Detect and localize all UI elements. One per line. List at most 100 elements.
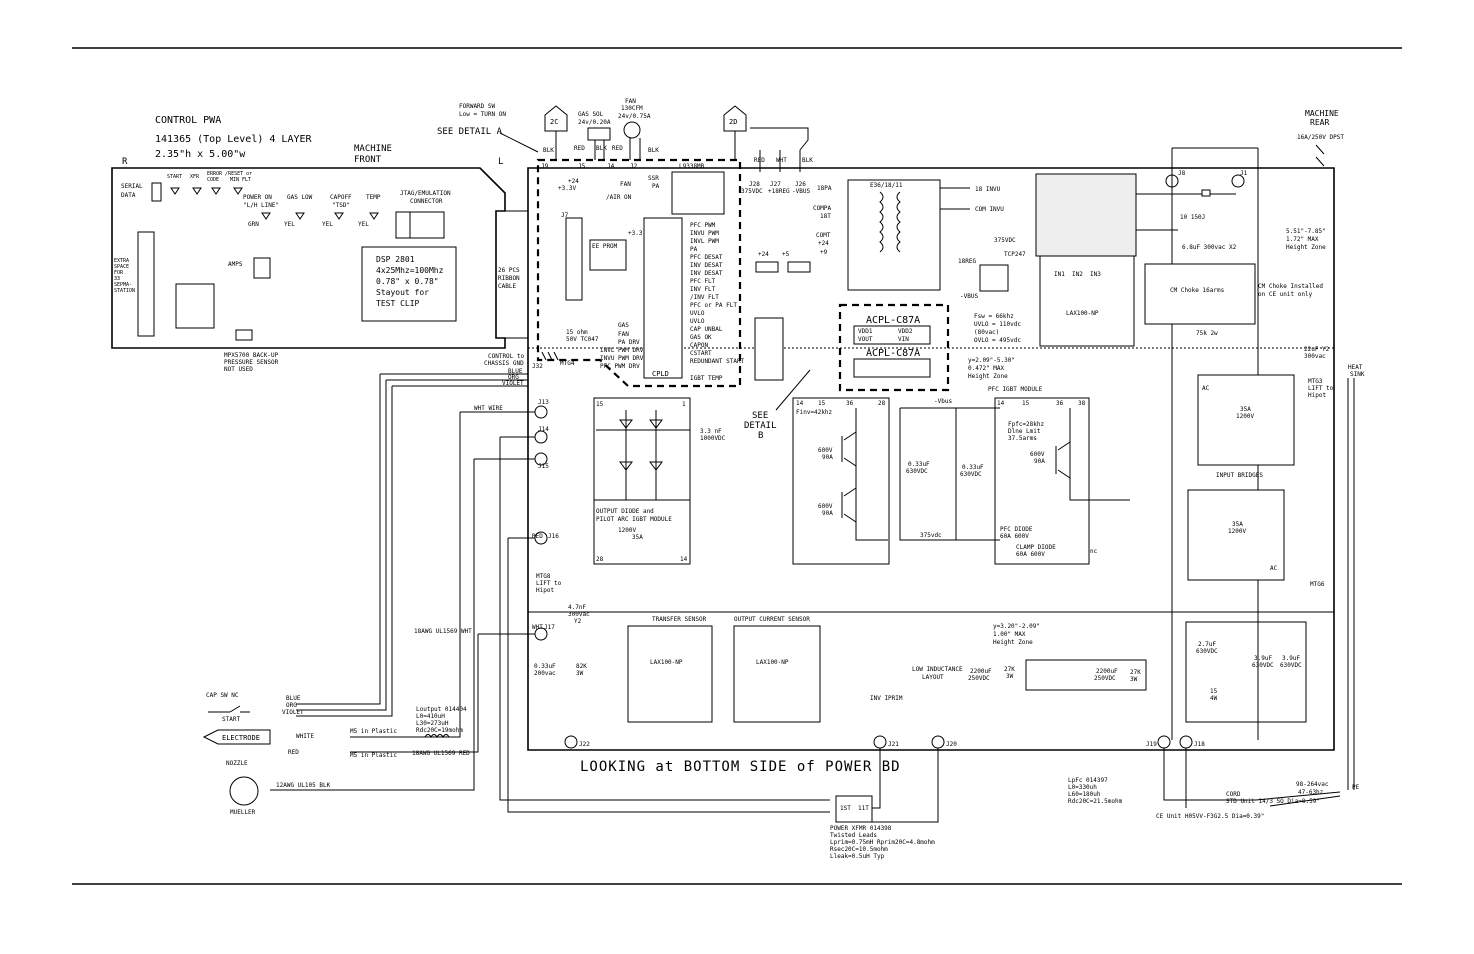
cap-y2-2: 300vac [1304, 353, 1326, 360]
power-board-outline [527, 167, 1335, 751]
j26: J26 [795, 181, 806, 188]
reg-vbus: -VBUS [960, 293, 978, 300]
power-on-sub: "L/H LINE" [243, 202, 279, 209]
control-pwa-title: CONTROL PWA [155, 115, 221, 126]
cap-330-4: 630VDC [960, 471, 982, 478]
inv-pin-28: 28 [878, 400, 886, 407]
pfc-freq-3: 37.5arms [1008, 435, 1037, 442]
in-compa: COMPA [813, 205, 831, 212]
acpl-vout: VOUT [858, 336, 873, 343]
regulator-2 [787, 261, 811, 273]
capoff-label: CAPOFF [330, 194, 352, 201]
l9338-label: L9338MB [679, 163, 705, 170]
od-pin-28: 28 [596, 556, 604, 563]
in-comt: COMT [816, 232, 831, 239]
input-res: 10 150J [1180, 214, 1205, 221]
xfmr-5: Lleak=0.5uH Typ [830, 853, 885, 860]
gas-sol-1: GAS SOL [578, 111, 604, 118]
inverter-igbt-module [792, 397, 890, 565]
dsp-4: Stayout for [376, 288, 429, 297]
acpl-2: ACPL-C87A [866, 348, 920, 359]
mtg8-3: Hipot [536, 587, 554, 594]
j18-label: J18 [1194, 741, 1205, 748]
ovlo: OVLO = 495vdc [974, 337, 1021, 344]
led-yel-1: YEL [284, 221, 295, 228]
side-2: SPACE [114, 264, 129, 270]
side-6: STATION [114, 288, 135, 294]
cap27-1: 2.7uF [1198, 641, 1216, 648]
looking-label: LOOKING at BOTTOM SIDE of POWER BD [580, 759, 901, 775]
acpl-chip-2 [853, 358, 931, 378]
status-led-icons [170, 187, 243, 195]
cap47-3: Y2 [574, 618, 582, 625]
sig-13: CAP UNBAL [690, 326, 723, 333]
sig-16: CSTART [690, 350, 712, 357]
pin-fan: FAN [620, 181, 631, 188]
wire-violet: VIOLET [502, 380, 524, 387]
pressure-3: NOT USED [224, 366, 253, 373]
side-1: EXTRA [114, 258, 129, 264]
jack-j9: J9 [541, 163, 549, 170]
res15-1: 15 [1210, 688, 1218, 695]
amps-label: AMPS [228, 261, 243, 268]
sig-3: PA [690, 246, 698, 253]
loutput-4: Rdc20C=19mohm [416, 727, 463, 734]
cap47-2: 300vac [568, 611, 590, 618]
bridge-1-a: 35A [1240, 406, 1251, 413]
inv-pin-14: 14 [796, 400, 804, 407]
sig-8: INV FLT [690, 286, 716, 293]
sig-0: PFC PWM [690, 222, 716, 229]
mueller-label: MUELLER [230, 809, 256, 816]
j20-label: J20 [946, 741, 957, 748]
side-5: SEPMA- [114, 282, 132, 288]
ext-wire-org: ORG [286, 702, 297, 709]
electrode-label: ELECTRODE [222, 734, 260, 742]
sig-6: INV DESAT [690, 270, 723, 277]
pin-pa: PA [652, 183, 660, 190]
side-4: 33 [114, 276, 120, 282]
input-bridges: INPUT BRIDGES [1216, 472, 1263, 479]
fan-3: 24v/0.75A [618, 113, 651, 120]
output-diode-wires [594, 410, 690, 501]
j13-label: J13 [538, 399, 549, 406]
acpl-vdd1: VDD1 [858, 328, 873, 335]
lax-in3: IN3 [1090, 271, 1101, 278]
ohm-2: 50V TC047 [566, 336, 599, 343]
led-start: START [167, 174, 182, 180]
inv-iprim: INV IPRIM [870, 695, 903, 702]
j1-terminal [1231, 174, 1245, 188]
cap-y2-1: 22uF Y2 [1304, 346, 1330, 353]
cord-2: STD Unit 14/3 SO Dia=0.59" [1226, 798, 1320, 805]
fan-2: 130CFM [621, 105, 643, 112]
loutput-2: L0=410uH [416, 713, 445, 720]
forward-sw-2: Low = TURN ON [459, 111, 506, 118]
bridge-2-a: 35A [1232, 521, 1243, 528]
red-cable: 18AWG UL1569 RED [412, 750, 470, 757]
jack-j2: J2 [630, 163, 638, 170]
cap033-2: 200vac [534, 670, 556, 677]
gas-solenoid [587, 127, 611, 141]
j7-label: J7 [561, 212, 569, 219]
cap47-1: 4.7nF [568, 604, 586, 611]
rail-24-logic: +24 [758, 251, 769, 258]
pfc-diode-1: PFC DIODE [1000, 526, 1033, 533]
nozzle-label: NOZZLE [226, 760, 248, 767]
cpld-label: CPLD [652, 370, 669, 378]
cm-choke-label: CM Choke 16arms [1170, 287, 1225, 294]
gate-transformer-box [847, 179, 941, 291]
cm-note-2: on CE unit only [1258, 291, 1313, 298]
j21-label: J21 [888, 741, 899, 748]
dsp-2: 4x25Mhz=100Mhz [376, 266, 444, 275]
pressure-sensor-box [235, 329, 253, 341]
ribbon-cable [505, 210, 528, 339]
j1-label: J1 [1240, 170, 1248, 177]
l9338-chip [671, 171, 725, 215]
dsp-5: TEST CLIP [376, 299, 420, 308]
see-detail-b-1: SEE [752, 411, 768, 421]
wire-blk-4: BLK [802, 157, 813, 164]
pfc-igbt-module [994, 397, 1090, 565]
low-ind-2: LAYOUT [922, 674, 944, 681]
ohm-1: 15 ohm [566, 329, 588, 336]
control-pwa-size: 2.35"h x 5.00"w [155, 149, 246, 160]
cord-1: CORD [1226, 791, 1241, 798]
